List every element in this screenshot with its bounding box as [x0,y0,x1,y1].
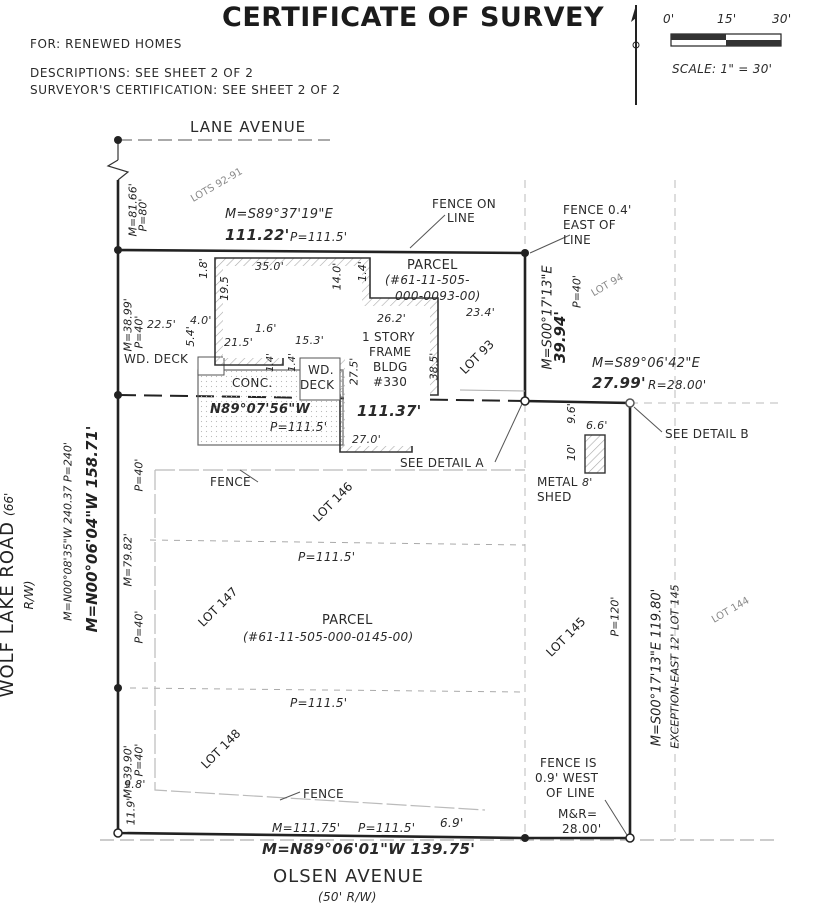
scale-label-0: 0' [663,12,675,26]
survey-monuments [113,136,635,843]
mid-plat-1: P=111.5' [298,550,356,564]
north-distance: 111.22' [225,226,290,244]
dim-270: 27.0' [352,433,382,446]
parcel-north-label: PARCEL [407,258,458,273]
scale-bar [670,33,782,47]
building-line1: 1 STORY [362,330,415,344]
olsen-avenue-label: OLSEN AVENUE [273,866,425,887]
dim-153: 15.3' [295,334,325,347]
fence-east-1: FENCE 0.4' [563,203,632,217]
north-plat: P=111.5' [290,230,348,244]
wd-deck-label: WD. DECK [124,352,189,366]
client-label: FOR: RENEWED HOMES [30,37,182,51]
fence-west-1: FENCE IS [540,756,597,770]
west-p-mid1: P=40' [132,315,146,349]
jog-distance: 27.99' [592,374,646,392]
shed-dim-96: 9.6' [564,403,578,424]
dim-98: 9.8' [124,778,146,791]
south-mr-1: M&R= [558,807,598,821]
building-line2: FRAME [369,345,412,359]
dim-275: 27.5' [347,357,361,386]
fence-on-line-1: FENCE ON [432,197,497,211]
shed-dim-66: 6.6' [586,419,608,432]
concrete-label: CONC. [232,376,273,390]
parcel-south-pin: (#61-11-505-000-0145-00) [243,630,414,644]
west-p-mid2a: P=40' [132,458,146,492]
mid-plat: P=111.5' [270,420,328,434]
jog-bearing: M=S89°06'42"E [592,356,701,371]
east-upper-plat: P=40' [570,275,584,308]
east-upper-distance: 39.94' [551,310,569,364]
dim-119: 11.9' [124,797,138,826]
see-detail-b: SEE DETAIL B [665,427,749,441]
olsen-avenue-rw: (50' R/W) [318,890,377,904]
dim-14a: 14.0' [330,262,344,291]
dim-14d: 1.4' [286,353,298,372]
dim-385: 38.5' [427,352,441,381]
fence-label-b: FENCE [303,787,344,801]
dim-40: 4.0' [190,314,212,327]
west-p-top: P=80' [136,198,150,232]
dim-215: 21.5' [224,336,254,349]
dim-16: 1.6' [255,322,277,335]
parcel-north-pin1: (#61-11-505- [385,273,470,287]
dim-18: 1.8' [196,258,210,279]
wd-deck2-a: WD. [308,363,334,377]
west-m-mid2: M=79.82' [121,533,135,587]
mid-distance: 111.37' [357,402,422,420]
west-total-bearing: M=N00°08'35"W 240.37 P=240' [61,442,75,621]
dim-54: 5.4' [183,326,197,347]
page-title: CERTIFICATE OF SURVEY [222,2,605,33]
north-bearing: M=S89°37'19"E [225,207,334,222]
building-line3: BLDG [373,360,408,374]
wolf-lake-road-group: WOLF LAKE ROAD (66' R/W) [0,490,37,700]
shed-label-2: SHED [537,490,572,504]
shed-dim-10: 10' [565,443,579,462]
wd-deck2-b: DECK [300,378,335,392]
fence-on-line-2: LINE [447,211,475,225]
scale-label-15: 15' [717,12,737,26]
jog-plat: R=28.00' [648,378,707,392]
dim-35: 35.0' [255,260,285,273]
mid-bearing: N89°07'56"W [210,402,311,417]
south-plat: P=111.5' [358,821,416,835]
north-arrow-icon [631,5,640,105]
lane-avenue-label: LANE AVENUE [190,118,307,136]
west-parcel-bearing: M=N00°06'04"W 158.71' [83,425,101,633]
dim-234: 23.4' [466,306,496,319]
fence-east-3: LINE [563,233,591,247]
south-measured: M=111.75' [272,821,341,835]
wolf-lake-road-label: WOLF LAKE ROAD [0,521,18,698]
shed-dim-8: 8' [582,476,593,489]
fence-west-3: OF LINE [546,786,596,800]
building-line4: #330 [373,375,408,389]
east-lower-plat: P=120' [608,596,622,637]
dim-14b: 1.4' [355,261,369,282]
dim-14c: 1.4' [264,353,276,372]
parcel-north-pin2: 000-0093-00) [395,289,481,303]
south-dist-69: 6.9' [440,816,464,830]
east-lower-bearing: M=S00°17'13"E 119.80' [649,588,665,747]
south-mr-2: 28.00' [562,822,602,836]
parcel-south-label: PARCEL [322,613,373,628]
dim-262: 26.2' [377,312,407,325]
fence-east-2: EAST OF [563,218,617,232]
scale-label-30: 30' [772,12,792,26]
dim-195: 19.5 [217,276,231,301]
descriptions-note: DESCRIPTIONS: SEE SHEET 2 OF 2 [30,66,254,80]
west-p-mid2b: P=40' [132,610,146,644]
dim-225: 22.5' [147,318,177,331]
south-bearing: M=N89°06'01"W 139.75' [262,840,476,858]
shed-label-1: METAL [537,475,578,489]
east-lower-exception: EXCEPTION-EAST 12' LOT 145 [668,584,682,749]
west-p-bot: P=40' [132,743,146,777]
certification-note: SURVEYOR'S CERTIFICATION: SEE SHEET 2 OF… [30,83,341,97]
scale-text: SCALE: 1" = 30' [672,62,773,76]
fence-label-a: FENCE [210,475,251,489]
mid-plat-2: P=111.5' [290,696,348,710]
see-detail-a: SEE DETAIL A [400,456,484,470]
fence-west-2: 0.9' WEST [535,771,599,785]
